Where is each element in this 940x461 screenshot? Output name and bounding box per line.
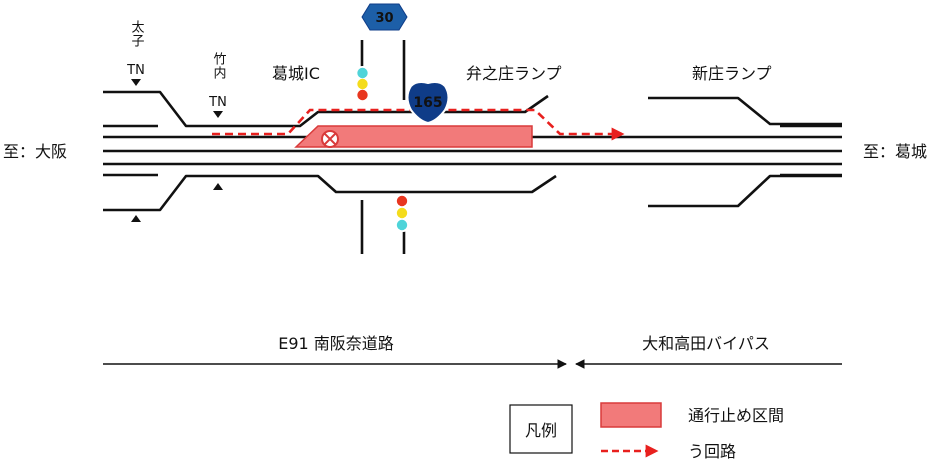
- national-route-165-shield: 165: [406, 81, 450, 125]
- road-edge-top-outer-right: [405, 94, 549, 114]
- prefectural-route-30-shield: 30: [361, 3, 408, 31]
- taishi-tn-arrow: [131, 79, 141, 86]
- ramp-bottom-right: [648, 174, 842, 208]
- segment-right-label: 大和高田バイパス: [642, 334, 770, 353]
- legend-closure-label: 通行止め区間: [688, 406, 784, 425]
- route-165-label: 165: [413, 95, 442, 111]
- kuzuragi-ic-label: 葛城IC: [272, 64, 320, 83]
- tunnel-markers: [131, 79, 223, 222]
- taishi-tn-suffix: TN: [126, 63, 145, 78]
- road-edge-bottom-outer: [103, 174, 405, 212]
- legend-title: 凡例: [525, 421, 557, 440]
- traffic-light-top: [355, 66, 370, 102]
- destination-right: 至：葛城: [863, 142, 927, 161]
- tn-arrow-bottom-1: [213, 183, 223, 190]
- no-entry-icon: [321, 130, 339, 148]
- taishi-tn-name: 太子: [129, 20, 145, 48]
- tn-arrow-bottom-2: [131, 215, 141, 222]
- takenouchi-tn-arrow: [213, 111, 223, 118]
- ramp-top-right: [648, 96, 842, 126]
- traffic-light-bottom: [395, 194, 410, 232]
- road-edge-bottom-right: [405, 174, 557, 194]
- destination-left: 至：大阪: [3, 142, 67, 161]
- takenouchi-tn-name: 竹内: [211, 52, 227, 80]
- legend-title-box: [509, 404, 573, 454]
- takenouchi-tn-suffix: TN: [208, 95, 227, 110]
- closure-section: [294, 125, 533, 148]
- segment-left-label: E91 南阪奈道路: [278, 334, 394, 353]
- bennosho-ramp-label: 弁之庄ランプ: [466, 64, 562, 83]
- route-30-label: 30: [375, 11, 393, 26]
- legend: 凡例 通行止め区間 う回路: [509, 402, 784, 461]
- legend-closure-swatch: [600, 402, 662, 428]
- legend-detour-label: う回路: [688, 442, 736, 461]
- shinjo-ramp-label: 新庄ランプ: [692, 64, 772, 83]
- road-edge-top-outer: [103, 90, 405, 128]
